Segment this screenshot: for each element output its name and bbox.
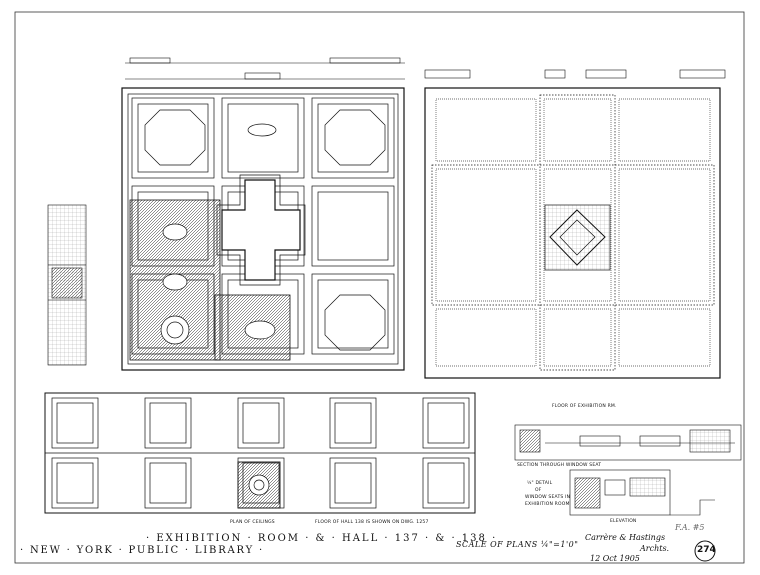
drawing-linework bbox=[329, 397, 377, 449]
drawing-linework bbox=[149, 402, 187, 444]
drawing-linework bbox=[435, 98, 537, 162]
library-name: · NEW · YORK · PUBLIC · LIBRARY · bbox=[20, 545, 264, 556]
drawing-linework bbox=[618, 168, 711, 302]
drawing-linework bbox=[311, 185, 395, 267]
top-elevation-strip-right bbox=[424, 69, 726, 79]
left-side-detail bbox=[47, 204, 87, 366]
drawing-linework bbox=[144, 397, 192, 449]
detail-title-2: OF bbox=[535, 488, 542, 493]
label-plan-of-ceilings: PLAN OF CEILINGS bbox=[230, 520, 275, 525]
drawing-linework bbox=[317, 103, 389, 173]
skylight-cross bbox=[221, 179, 301, 281]
floor-grid bbox=[435, 98, 711, 367]
drawing-linework bbox=[221, 97, 305, 179]
drawing-linework bbox=[334, 402, 372, 444]
drawing-linework bbox=[422, 397, 470, 449]
sheet-number-circle bbox=[694, 540, 716, 562]
drawing-title: · EXHIBITION · ROOM · & · HALL · 137 · &… bbox=[146, 533, 498, 544]
ceiling-plan bbox=[121, 87, 405, 371]
drawing-linework bbox=[51, 397, 99, 449]
drawing-linework bbox=[131, 97, 215, 179]
label-elevation: ELEVATION bbox=[610, 519, 637, 524]
drawing-linework bbox=[149, 462, 187, 504]
signature-date: 12 Oct 1905 bbox=[590, 554, 640, 563]
top-elevation-strip-left bbox=[125, 57, 405, 80]
drawing-linework bbox=[51, 457, 99, 509]
window-seat-elevation bbox=[514, 424, 742, 461]
floor-diamond bbox=[549, 209, 606, 266]
label-section: SECTION THROUGH WINDOW SEAT bbox=[517, 463, 602, 468]
drawing-linework bbox=[227, 103, 299, 173]
detail-title-4: EXHIBITION ROOM bbox=[525, 502, 570, 507]
hall-ceiling-strip bbox=[44, 392, 476, 514]
drawing-linework bbox=[618, 308, 711, 367]
label-floor-of-exhibition: FLOOR OF EXHIBITION RM. bbox=[552, 404, 617, 409]
detail-title-3: WINDOW SEATS IN bbox=[525, 495, 571, 500]
drawing-linework bbox=[422, 457, 470, 509]
drawing-linework bbox=[311, 273, 395, 355]
drawing-linework bbox=[144, 457, 192, 509]
drawing-linework bbox=[56, 462, 94, 504]
drawing-linework bbox=[435, 308, 537, 367]
drawing-linework bbox=[435, 168, 537, 302]
drawing-linework bbox=[317, 191, 389, 261]
drawing-linework bbox=[317, 279, 389, 349]
drawing-linework bbox=[543, 168, 612, 302]
architect-signature: Carrère & Hastings bbox=[585, 533, 666, 542]
pencil-note: F.A. #5 bbox=[675, 523, 705, 532]
drawing-linework bbox=[311, 97, 395, 179]
sheet-number: 274 bbox=[697, 545, 716, 555]
drawing-linework bbox=[56, 402, 94, 444]
detail-title-1: ¼" DETAIL bbox=[527, 481, 553, 486]
label-floor-of-hall-note: FLOOR OF HALL 138 IS SHOWN ON DWG. 1257 bbox=[315, 520, 429, 525]
drawing-linework bbox=[618, 98, 711, 162]
drawing-linework bbox=[427, 402, 465, 444]
architect-title: Archts. bbox=[640, 544, 670, 553]
drawing-linework bbox=[329, 457, 377, 509]
drawing-linework bbox=[242, 402, 280, 444]
scale-note: SCALE OF PLANS ¼"=1'0" bbox=[456, 540, 579, 549]
drawing-linework bbox=[543, 98, 612, 162]
sheet-border bbox=[14, 11, 745, 564]
drawing-linework bbox=[237, 397, 285, 449]
window-seat-section bbox=[569, 469, 715, 516]
drawing-linework bbox=[427, 462, 465, 504]
drawing-linework bbox=[137, 103, 209, 173]
drawing-linework bbox=[543, 308, 612, 367]
floor-plan bbox=[424, 87, 721, 379]
drawing-linework bbox=[334, 462, 372, 504]
